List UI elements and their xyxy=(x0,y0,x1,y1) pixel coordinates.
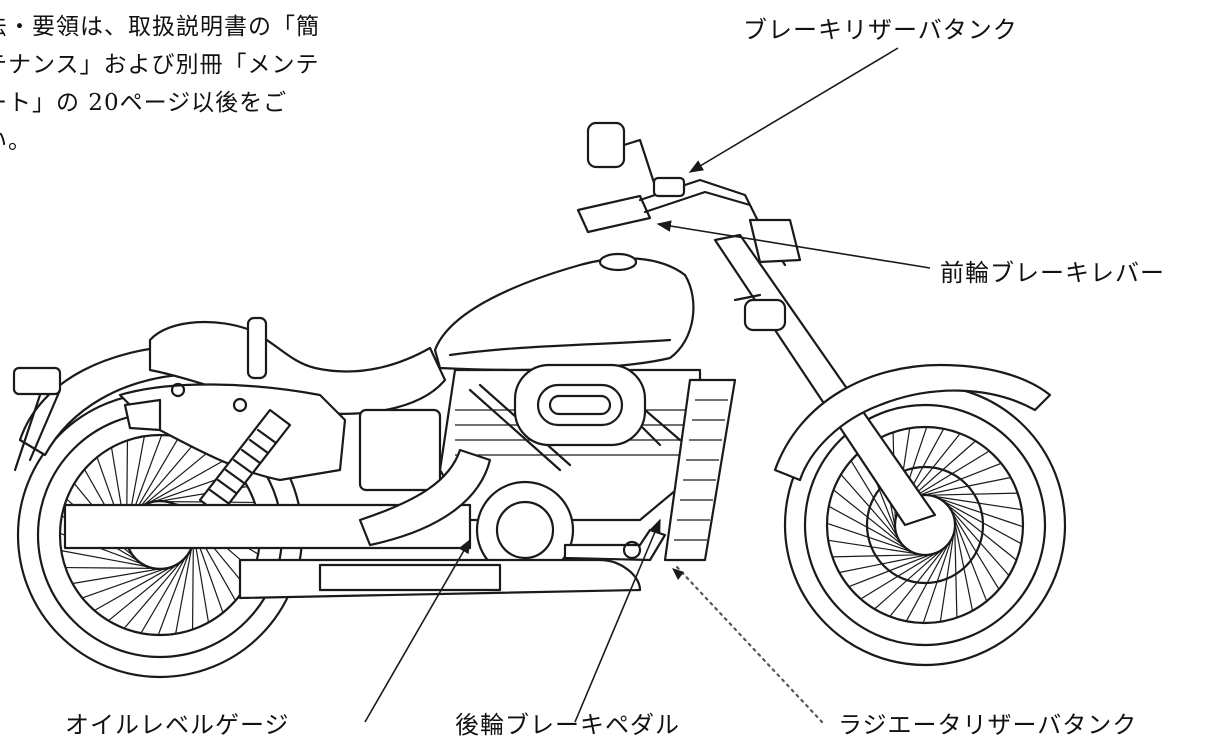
frame xyxy=(118,383,347,482)
battery-box xyxy=(358,408,442,492)
label-brake-reservoir: ブレーキリザーバタンク xyxy=(743,16,1018,44)
exhaust-pipes xyxy=(63,448,642,600)
brake-reservoir xyxy=(652,176,686,198)
leader-oil-level-gauge xyxy=(364,538,471,723)
leader-radiator-reservoir xyxy=(674,564,824,724)
intro-line-4: い。 xyxy=(0,128,32,154)
label-oil-level-gauge: オイルレベルゲージ xyxy=(65,711,290,739)
handlebar xyxy=(576,178,802,267)
engine xyxy=(438,363,702,580)
leader-brake-reservoir xyxy=(688,47,899,173)
label-rear-brake-pedal: 後輪ブレーキペダル xyxy=(455,711,680,739)
radiator xyxy=(663,378,737,562)
headlight xyxy=(743,298,787,332)
intro-line-2: テナンス」および別冊「メンテ xyxy=(0,52,320,78)
intro-text: 法・要領は、取扱説明書の「簡 テナンス」および別冊「メンテ ート」の 20ページ… xyxy=(0,8,414,160)
tail-light xyxy=(12,366,62,396)
label-front-brake-lever: 前輪ブレーキレバー xyxy=(940,259,1165,287)
leader-rear-brake-pedal xyxy=(574,518,661,723)
front-fender xyxy=(773,363,1052,482)
mirror xyxy=(586,121,660,197)
intro-line-3: ート」の 20ページ以後をご xyxy=(0,90,288,116)
label-radiator-reservoir: ラジエータリザーバタンク xyxy=(838,711,1138,739)
fuel-tank xyxy=(433,257,695,371)
intro-line-1: 法・要領は、取扱説明書の「簡 xyxy=(0,14,320,40)
leader-front-brake-lever xyxy=(656,220,931,269)
